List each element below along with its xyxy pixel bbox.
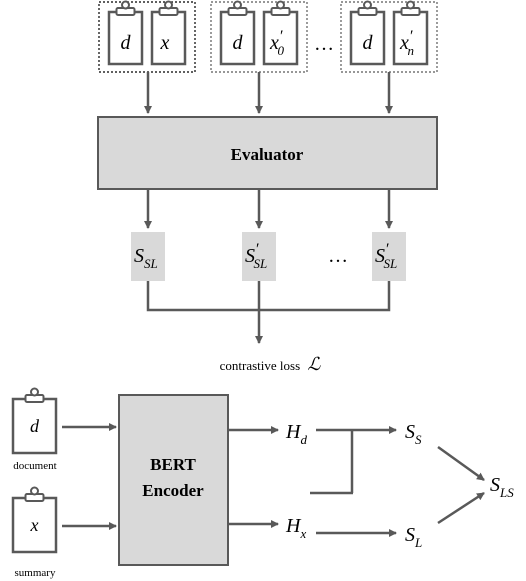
score-sls-label: SLS bbox=[490, 474, 514, 500]
bert-encoder-box bbox=[118, 394, 229, 566]
score-join-line bbox=[146, 281, 391, 312]
score-box-2 bbox=[372, 232, 406, 281]
clipboard-summary-0 bbox=[150, 0, 187, 66]
arrow-sl-to-sls bbox=[437, 491, 485, 525]
doc-symbol-0: d bbox=[121, 32, 132, 54]
clipboard-doc-2 bbox=[349, 0, 386, 66]
summary-symbol-1: x′0 bbox=[269, 28, 284, 58]
clipboard-doc-0 bbox=[107, 0, 144, 66]
summary-symbol-2: x′n bbox=[399, 28, 414, 58]
pair-ellipsis: … bbox=[314, 33, 334, 55]
score-label-1: S′SL bbox=[245, 241, 267, 271]
clipboard-summary-1 bbox=[262, 0, 299, 66]
evaluator-label: Evaluator bbox=[231, 145, 304, 164]
score-box-0 bbox=[131, 232, 165, 281]
score-ellipsis: … bbox=[328, 245, 348, 267]
score-label-0: SSL bbox=[134, 245, 158, 271]
document-caption: document bbox=[13, 460, 56, 472]
hidden-hd-label: Hd bbox=[285, 421, 307, 447]
score-label-2: S′SL bbox=[375, 241, 397, 271]
input-clipboard-document bbox=[11, 387, 58, 455]
score-sl-label: SL bbox=[405, 524, 422, 550]
doc-symbol-1: d bbox=[233, 32, 244, 54]
contrastive-loss-label: contrastive loss ℒ bbox=[220, 354, 322, 374]
input-symbol-0: d bbox=[30, 416, 40, 436]
hidden-hx-label: Hx bbox=[285, 515, 306, 541]
input-clipboard-summary bbox=[11, 486, 58, 554]
clipboard-summary-2 bbox=[392, 0, 429, 66]
summary-caption: summary bbox=[15, 567, 56, 579]
clipboard-doc-1 bbox=[219, 0, 256, 66]
bert-encoder-label: BERT bbox=[150, 455, 196, 474]
bert-encoder-label-2: Encoder bbox=[142, 481, 204, 500]
arrow-ss-to-sls bbox=[437, 445, 485, 482]
score-ss-label: SS bbox=[405, 421, 422, 447]
score-box-1 bbox=[242, 232, 276, 281]
doc-symbol-2: d bbox=[363, 32, 374, 54]
input-symbol-1: x bbox=[30, 515, 39, 535]
evaluator-box bbox=[97, 116, 438, 190]
summary-symbol-0: x bbox=[160, 32, 170, 54]
